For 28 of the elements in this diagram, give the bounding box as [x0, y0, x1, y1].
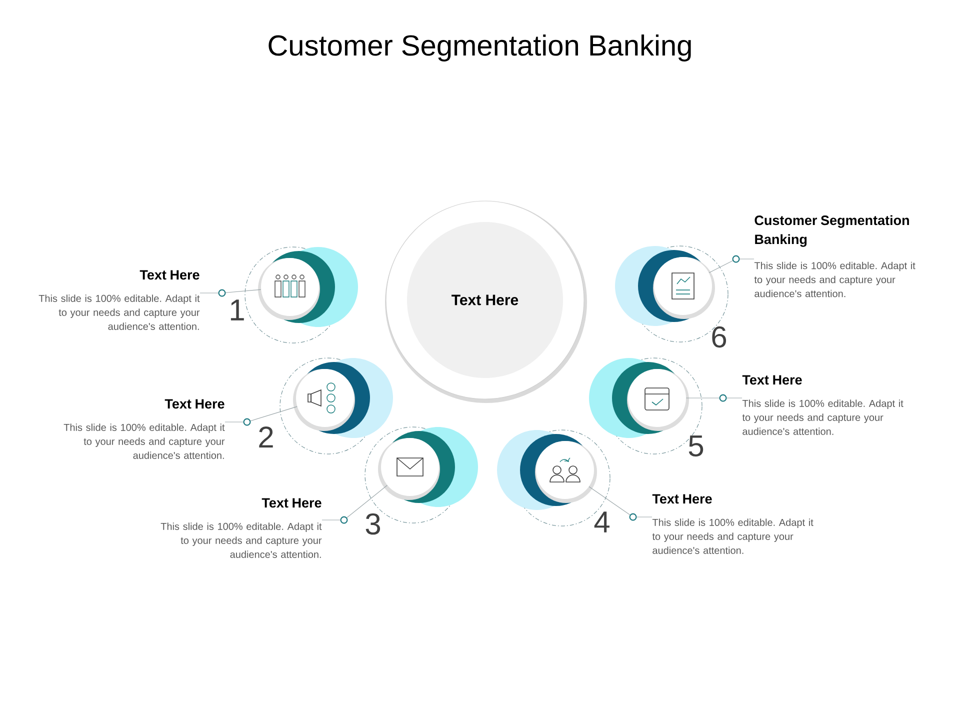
body-text: This slide is 100% editable. Adapt it to your needs and capture your audience's attention. [38, 294, 200, 330]
heading: Customer Segmentation Banking [754, 215, 909, 247]
heading: Text Here [140, 270, 200, 280]
heading: Text Here [742, 375, 802, 385]
step-number: 4 [594, 512, 610, 532]
icon-circle [589, 358, 702, 454]
leader-line [322, 485, 388, 524]
step-number: 1 [230, 300, 244, 320]
step-number: 6 [712, 326, 726, 348]
heading: Text Here [262, 498, 322, 508]
body-text: This slide is 100% editable. Adapt it to your needs and capture your audience's attention. [742, 400, 904, 435]
step-number: 5 [688, 436, 704, 456]
body-text: This slide is 100% editable. Adapt it to your needs and capture your audience's attention. [652, 518, 814, 554]
leader-line [708, 255, 754, 274]
heading: Text Here [164, 399, 224, 409]
title: Customer Segmentation Banking [268, 34, 691, 62]
step-number: 2 [259, 426, 273, 448]
body-text: This slide is 100% editable. Adapt it to your needs and capture your audience's attention. [64, 424, 225, 459]
heading: Text Here [652, 494, 712, 504]
step-number: 3 [366, 513, 380, 535]
icon-circle [244, 246, 358, 344]
body-text: This slide is 100% editable. Adapt it to your needs and capture your audience's attention. [754, 262, 916, 298]
leader-line [686, 394, 742, 402]
leader-line [588, 486, 652, 521]
icon-circle [280, 358, 393, 454]
leader-line [200, 289, 262, 297]
leader-line [224, 406, 298, 426]
body-text: This slide is 100% editable. Adapt it to your needs and capture your audience's attention. [160, 522, 322, 558]
